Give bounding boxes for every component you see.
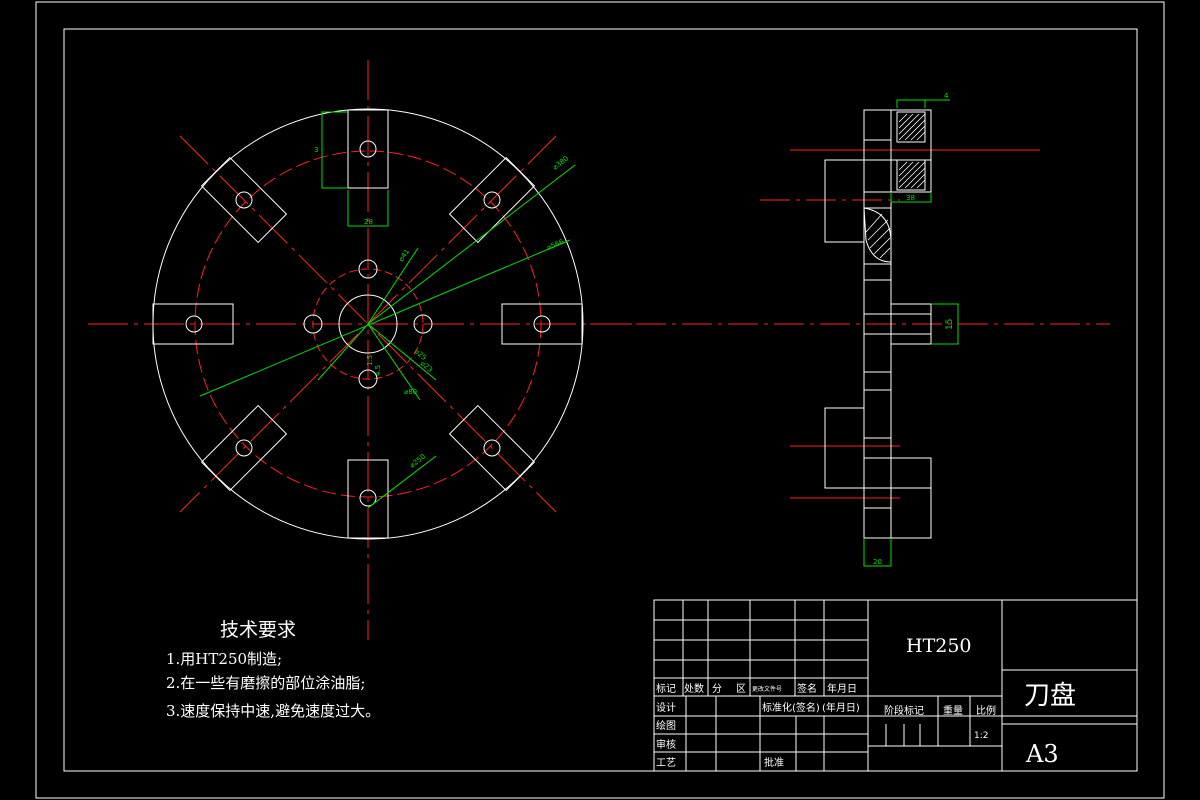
dim-dia-80: ⌀80 <box>404 388 417 396</box>
dim-top-width: 28 <box>364 218 373 226</box>
label-change-doc: 更改文件号 <box>752 685 782 693</box>
outer-frame <box>35 1 1165 799</box>
side-dimensions: 4 38 15 20 <box>863 92 959 567</box>
dim-outer-dia: ⌀380 <box>551 154 570 171</box>
left-block-top <box>824 159 865 243</box>
sheet-size: A3 <box>1025 740 1059 768</box>
label-process: 工艺 <box>656 757 676 769</box>
dim-dia-250: ⌀250 <box>408 452 427 469</box>
dim-side-20: 20 <box>873 558 882 566</box>
dim-side-top: 4 <box>944 92 949 100</box>
part-name: 刀盘 <box>1024 681 1076 711</box>
dim-dia-23: ⌀23 <box>419 359 434 374</box>
tech-title: 技术要求 <box>220 619 296 641</box>
slot-left <box>152 303 234 345</box>
dim-dia-566: ⌀566 <box>546 237 566 251</box>
slot-right <box>501 303 583 345</box>
dim-side-38: 38 <box>906 194 915 202</box>
label-standard: 标准化(签名) <box>762 701 820 714</box>
slot-bottom-left <box>200 404 288 492</box>
label-weight: 重量 <box>943 704 963 717</box>
scale-value: 1:2 <box>974 731 988 741</box>
slot-bottom-hole <box>359 489 377 507</box>
bolt-circle <box>312 268 424 380</box>
label-sign: 签名 <box>797 682 817 695</box>
center-hole <box>338 294 398 354</box>
right-block-bottom <box>890 457 932 539</box>
dim-4-5: 4.5 <box>374 365 382 376</box>
slot-bottom <box>347 459 389 539</box>
pitch-circle <box>194 150 542 498</box>
tech-item-3: 3.速度保持中速,避免速度过大。 <box>166 702 380 720</box>
slot-top <box>347 109 389 189</box>
dim-side-15: 15 <box>945 319 955 330</box>
title-block: HT250 刀盘 A3 标记 处数 分 区 更改文件号 签名 年月日 设计 标准… <box>653 599 1138 772</box>
label-scale: 比例 <box>976 704 996 717</box>
hatch-fillet <box>863 207 892 263</box>
label-approve: 批准 <box>764 756 784 769</box>
side-view: 4 38 15 20 <box>590 92 1110 567</box>
slot-top-left <box>200 156 288 244</box>
tech-item-1: 1.用HT250制造; <box>166 650 282 668</box>
dim-1-5: 1.5 <box>366 355 374 366</box>
front-view: 3 28 ⌀380 ⌀41 ⌀566 ⌀25 ⌀23 1.5 4.5 ⌀80 ⌀… <box>88 60 660 640</box>
label-date: 年月日 <box>827 682 857 695</box>
top-block <box>890 109 932 193</box>
label-drawing: 绘图 <box>656 719 676 732</box>
bolt-hole-left <box>303 314 323 334</box>
slot-top-hole <box>359 140 377 158</box>
label-design: 设计 <box>656 701 676 714</box>
hatch-top <box>896 111 926 191</box>
inner-frame <box>63 28 1138 772</box>
diag-centerline-2 <box>179 135 557 513</box>
left-block-bottom <box>824 407 865 489</box>
slot-top-right <box>448 156 536 244</box>
bolt-hole-right <box>413 314 433 334</box>
label-count: 处数 <box>684 682 704 695</box>
label-std-date: (年月日) <box>822 701 860 714</box>
label-section: 分 <box>712 683 722 695</box>
diag-centerline-1 <box>179 135 557 513</box>
slot-bottom-right <box>448 404 536 492</box>
label-stage-mark: 阶段标记 <box>884 704 924 717</box>
tech-requirements: 技术要求 1.用HT250制造; 2.在一些有磨擦的部位涂油脂; 3.速度保持中… <box>166 619 380 720</box>
tech-item-2: 2.在一些有磨擦的部位涂油脂; <box>166 674 365 692</box>
bolt-hole-bottom <box>358 369 378 389</box>
material-text: HT250 <box>906 635 972 657</box>
right-boss <box>890 303 932 345</box>
slot-right-hole <box>533 315 551 333</box>
slot-left-hole <box>185 315 203 333</box>
bolt-hole-top <box>358 259 378 279</box>
dim-top-height: 3 <box>314 146 318 154</box>
label-zone: 区 <box>736 683 746 695</box>
label-mark: 标记 <box>656 683 676 695</box>
label-review: 审核 <box>656 738 676 751</box>
